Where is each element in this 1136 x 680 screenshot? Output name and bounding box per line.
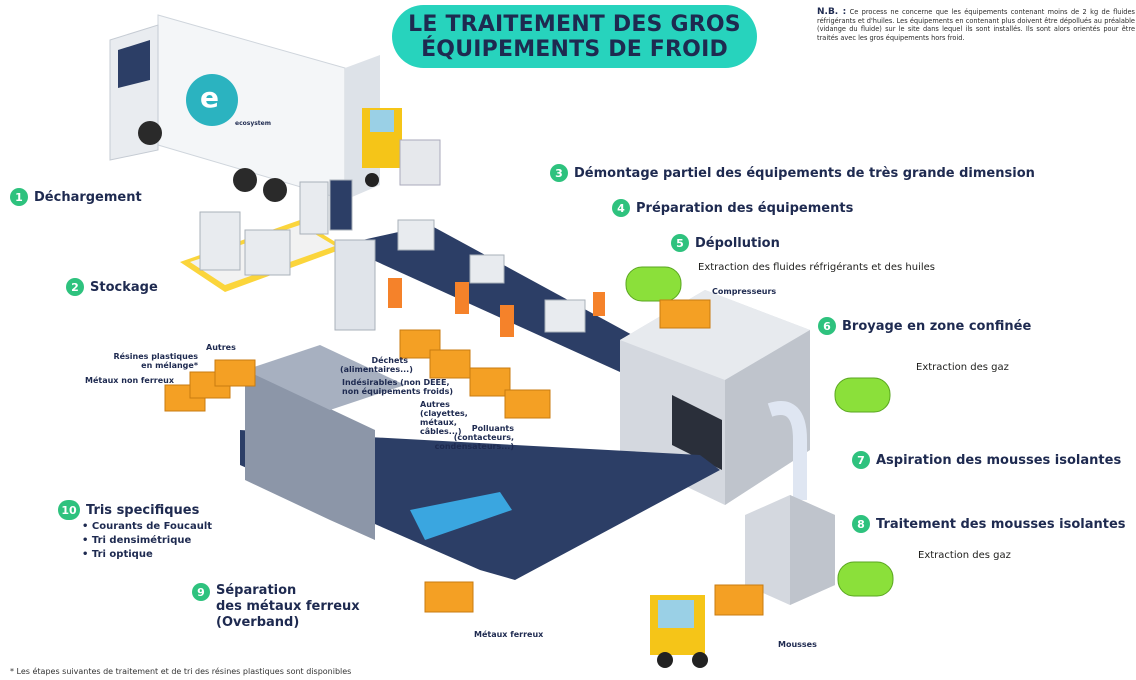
step-7: 7 Aspiration des mousses isolantes: [852, 451, 1121, 469]
step-label: Broyage en zone confinée: [842, 318, 1032, 334]
step-label-line: Séparation: [216, 583, 297, 598]
note-text: Ce process ne concerne que les équipemen…: [817, 8, 1135, 42]
step-9: 9 Séparation des métaux ferreux (Overban…: [192, 583, 360, 631]
foam-treatment-unit: [745, 401, 835, 605]
step-8: 8 Traitement des mousses isolantes: [852, 515, 1126, 533]
title-line-2: ÉQUIPEMENTS DE FROID: [421, 36, 728, 62]
step-label-line: des métaux ferreux: [216, 599, 360, 614]
page-title: LE TRAITEMENT DES GROS ÉQUIPEMENTS DE FR…: [392, 5, 757, 68]
label-metaux-non-ferreux: Métaux non ferreux: [85, 376, 174, 385]
step-1: 1 Déchargement: [10, 188, 142, 206]
step-label: Stockage: [90, 279, 158, 295]
truck-brand: ecosystem: [235, 120, 271, 127]
stored-fridges: [199, 179, 353, 276]
step-label: Aspiration des mousses isolantes: [876, 452, 1122, 468]
step-number: 6: [818, 317, 836, 335]
label-metaux-ferreux: Métaux ferreux: [474, 630, 544, 639]
step-label: Séparation des métaux ferreux (Overband): [216, 583, 360, 631]
forklift-top: [362, 108, 441, 187]
label-compresseurs: Compresseurs: [712, 287, 777, 296]
step-label: Traitement des mousses isolantes: [876, 516, 1126, 532]
step-number: 8: [852, 515, 870, 533]
step-item: • Courants de Foucault: [82, 521, 213, 532]
step-item: • Tri optique: [82, 549, 153, 560]
step-3: 3 Démontage partiel des équipements de t…: [550, 164, 1035, 182]
label-indesirables: Indésirables (non DEEE, non équipements …: [342, 378, 454, 396]
label-extraction-gaz-2: Extraction des gaz: [918, 550, 1011, 561]
label-extraction-fluides: Extraction des fluides réfrigérants et d…: [698, 262, 935, 273]
svg-text:e: e: [200, 81, 219, 114]
note-label: N.B. :: [817, 7, 847, 17]
step-label-line: (Overband): [216, 615, 300, 630]
step-label: Préparation des équipements: [636, 200, 854, 216]
title-line-1: LE TRAITEMENT DES GROS: [408, 11, 741, 37]
shredder-building: [620, 290, 810, 505]
step-number: 5: [671, 234, 689, 252]
label-autres-top: Autres: [206, 343, 236, 352]
workers: [388, 278, 605, 337]
step-number: 4: [612, 199, 630, 217]
sorting-bins: [164, 299, 764, 616]
step-10-items: • Courants de Foucault • Tri densimétriq…: [58, 520, 212, 562]
label-extraction-gaz-1: Extraction des gaz: [916, 362, 1009, 373]
sorting-conveyor: [240, 345, 720, 580]
step-label: Démontage partiel des équipements de trè…: [574, 165, 1035, 181]
step-5: 5 Dépollution: [671, 234, 780, 252]
label-polluants: Polluants (contacteurs, condensateurs...…: [434, 424, 514, 451]
step-6: 6 Broyage en zone confinée: [818, 317, 1031, 335]
step-label: Dépollution: [695, 235, 780, 251]
step-number: 3: [550, 164, 568, 182]
label-autres-clayettes: Autres (clayettes, métaux, câbles...): [420, 400, 468, 436]
gas-tanks: [625, 266, 894, 597]
step-10: 10 Tris specifiques • Courants de Foucau…: [58, 500, 212, 562]
step-number: 10: [58, 500, 80, 520]
label-mousses: Mousses: [778, 640, 817, 649]
step-number: 9: [192, 583, 210, 601]
footnote: * Les étapes suivantes de traitement et …: [10, 667, 352, 676]
main-conveyor: [334, 219, 660, 372]
step-number: 1: [10, 188, 28, 206]
forklift-bottom: [650, 595, 708, 668]
truck-illustration: e: [109, 14, 380, 202]
step-number: 2: [66, 278, 84, 296]
step-label: Déchargement: [34, 189, 142, 205]
step-item: • Tri densimétrique: [82, 535, 192, 546]
step-number: 7: [852, 451, 870, 469]
step-2: 2 Stockage: [66, 278, 158, 296]
note-block: N.B. : Ce process ne concerne que les éq…: [817, 8, 1135, 42]
step-4: 4 Préparation des équipements: [612, 199, 853, 217]
step-label: Tris specifiques: [86, 502, 200, 518]
label-resines: Résines plastiques en mélange*: [113, 352, 198, 370]
label-dechets: Déchets (alimentaires...): [340, 356, 413, 374]
